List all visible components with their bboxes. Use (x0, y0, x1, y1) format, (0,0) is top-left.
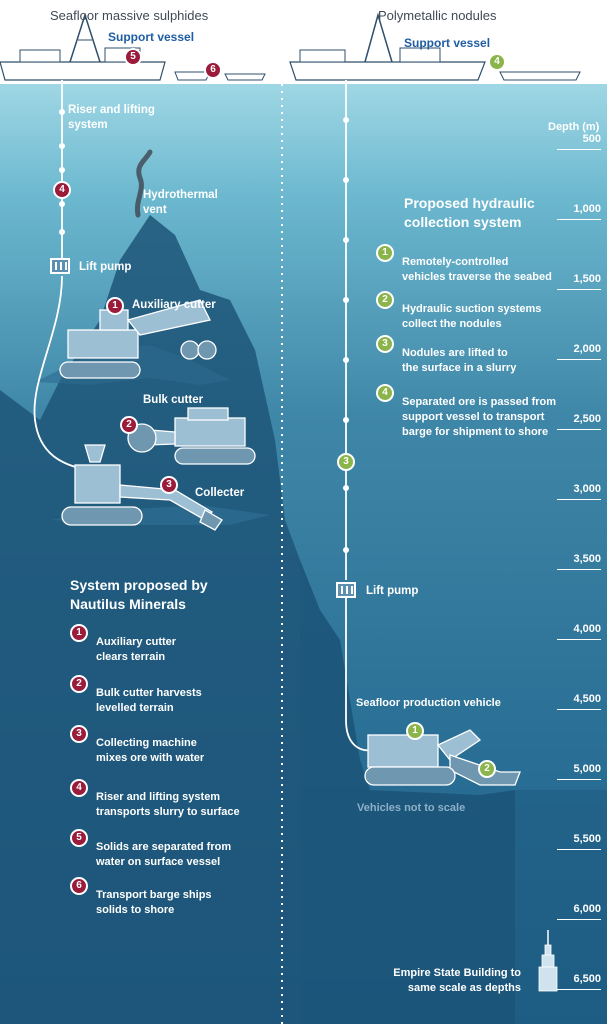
right-step-text: Separated ore is passed from support ves… (402, 396, 557, 438)
left-heading: Seafloor massive sulphides (50, 8, 209, 23)
left-transport-barge (174, 71, 266, 81)
right-step-badge: 4 (376, 384, 394, 402)
depth-tick (557, 779, 601, 780)
left-badge-barge: 6 (204, 61, 222, 79)
right-badge-veh2: 2 (478, 760, 496, 778)
depth-tick-label: 5,000 (573, 763, 601, 775)
right-support-vessel (289, 12, 581, 81)
bulk-cutter-machine (127, 407, 256, 465)
collecter-label: Collecter (195, 487, 245, 499)
right-heading: Polymetallic nodules (378, 8, 497, 23)
left-step-badge: 2 (70, 675, 88, 693)
left-lift-pump-icon (50, 258, 70, 274)
depth-tick (557, 289, 601, 290)
right-seafloor (300, 560, 515, 1024)
right-badge-vessel: 4 (488, 53, 506, 71)
left-step-text: Riser and lifting system transports slur… (96, 791, 240, 818)
depth-tick (557, 639, 601, 640)
left-step-badge: 5 (70, 829, 88, 847)
depth-tick-label: 1,500 (573, 273, 601, 285)
depth-tick (557, 709, 601, 710)
depth-tick (557, 919, 601, 920)
right-lift-pump-icon (336, 582, 356, 598)
left-step-text: Collecting machine mixes ore with water (96, 737, 205, 764)
depth-tick-label: 3,000 (573, 483, 601, 495)
right-step-badge: 1 (376, 244, 394, 262)
production-vehicle-label: Seafloor production vehicle (356, 697, 501, 709)
depth-tick (557, 849, 601, 850)
depth-tick-label: 2,000 (573, 343, 601, 355)
depth-tick (557, 569, 601, 570)
depth-tick-label: 4,500 (573, 693, 601, 705)
left-support-vessel-label: Support vessel (108, 30, 195, 44)
depth-title: Depth (m) (548, 121, 600, 133)
depth-tick-label: 6,000 (573, 903, 601, 915)
left-badge-riser: 4 (53, 181, 71, 199)
collector-machine (61, 444, 223, 531)
right-badge-riser: 3 (337, 453, 355, 471)
right-support-vessel-label: Support vessel (404, 36, 491, 50)
left-lift-pump-label: Lift pump (79, 261, 132, 273)
depth-tick-label: 1,000 (573, 203, 601, 215)
left-step-text: Auxiliary cutter clears terrain (96, 636, 177, 663)
depth-tick-label: 6,500 (573, 973, 601, 985)
left-step-badge: 3 (70, 725, 88, 743)
depth-tick-label: 3,500 (573, 553, 601, 565)
left-system-title: System proposed by Nautilus Minerals (70, 577, 208, 612)
seafloor-production-vehicle (364, 729, 521, 786)
depth-tick (557, 989, 601, 990)
auxiliary-cutter-label: Auxiliary cutter (132, 299, 216, 311)
depth-tick-label: 5,500 (573, 833, 601, 845)
right-lift-pump-label: Lift pump (366, 585, 419, 597)
right-system-title: Proposed hydraulic collection system (404, 195, 535, 230)
right-step-text: Hydraulic suction systems collect the no… (402, 303, 542, 330)
left-step-badge: 6 (70, 877, 88, 895)
empire-state-building (538, 930, 558, 992)
left-support-vessel (0, 12, 166, 81)
empire-state-note: Empire State Building to same scale as d… (393, 967, 521, 994)
right-step-badge: 3 (376, 335, 394, 353)
left-badge-aux: 1 (106, 297, 124, 315)
riser-label: Riser and lifting system (68, 104, 155, 131)
right-step-text: Remotely-controlled vehicles traverse th… (402, 256, 552, 283)
left-step-text: Solids are separated from water on surfa… (96, 841, 232, 868)
right-badge-veh1: 1 (406, 722, 424, 740)
left-badge-collect: 3 (160, 476, 178, 494)
left-badge-bulk: 2 (120, 416, 138, 434)
right-step-text: Nodules are lifted to the surface in a s… (402, 347, 517, 374)
depth-tick-label: 4,000 (573, 623, 601, 635)
depth-tick (557, 359, 601, 360)
left-step-text: Transport barge ships solids to shore (96, 889, 212, 916)
right-step-badge: 2 (376, 291, 394, 309)
depth-tick (557, 219, 601, 220)
vent-label: Hydrothermal vent (143, 189, 218, 216)
depth-tick-label: 2,500 (573, 413, 601, 425)
left-step-text: Bulk cutter harvests levelled terrain (96, 687, 202, 714)
left-step-badge: 4 (70, 779, 88, 797)
depth-tick (557, 499, 601, 500)
depth-tick (557, 149, 601, 150)
left-badge-vessel: 5 (124, 48, 142, 66)
auxiliary-cutter-machine (59, 299, 217, 379)
left-step-badge: 1 (70, 624, 88, 642)
depth-tick (557, 429, 601, 430)
not-to-scale-note: Vehicles not to scale (357, 802, 466, 814)
depth-tick-label: 500 (582, 133, 601, 145)
bulk-cutter-label: Bulk cutter (143, 394, 204, 406)
